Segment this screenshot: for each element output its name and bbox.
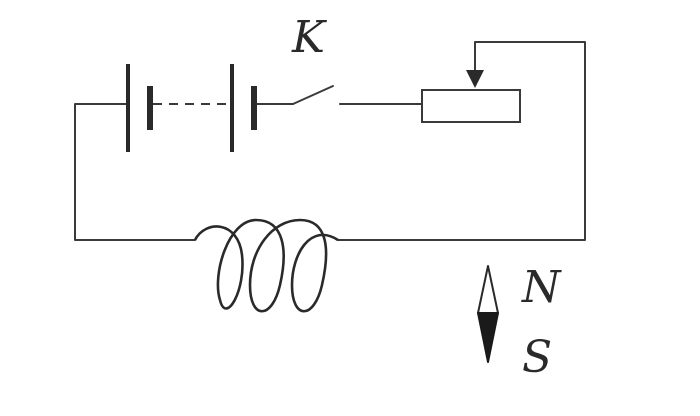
switch-blade bbox=[292, 85, 334, 105]
solenoid-coil bbox=[193, 218, 339, 313]
wire-left bbox=[74, 103, 196, 241]
rheostat-body bbox=[421, 89, 521, 123]
switch: K bbox=[291, 12, 334, 105]
rheostat bbox=[421, 70, 521, 123]
solenoid bbox=[193, 218, 339, 313]
rheostat-slider-arrow-icon bbox=[466, 70, 484, 88]
compass-north-label: N bbox=[521, 262, 562, 313]
battery bbox=[126, 64, 257, 152]
switch-label: K bbox=[291, 12, 327, 63]
compass-needle: N S bbox=[477, 262, 562, 383]
compass-north-half-icon bbox=[477, 265, 499, 314]
compass-south-label: S bbox=[522, 332, 552, 383]
wire-right-loop bbox=[337, 41, 586, 241]
compass-south-half-icon bbox=[477, 312, 499, 363]
